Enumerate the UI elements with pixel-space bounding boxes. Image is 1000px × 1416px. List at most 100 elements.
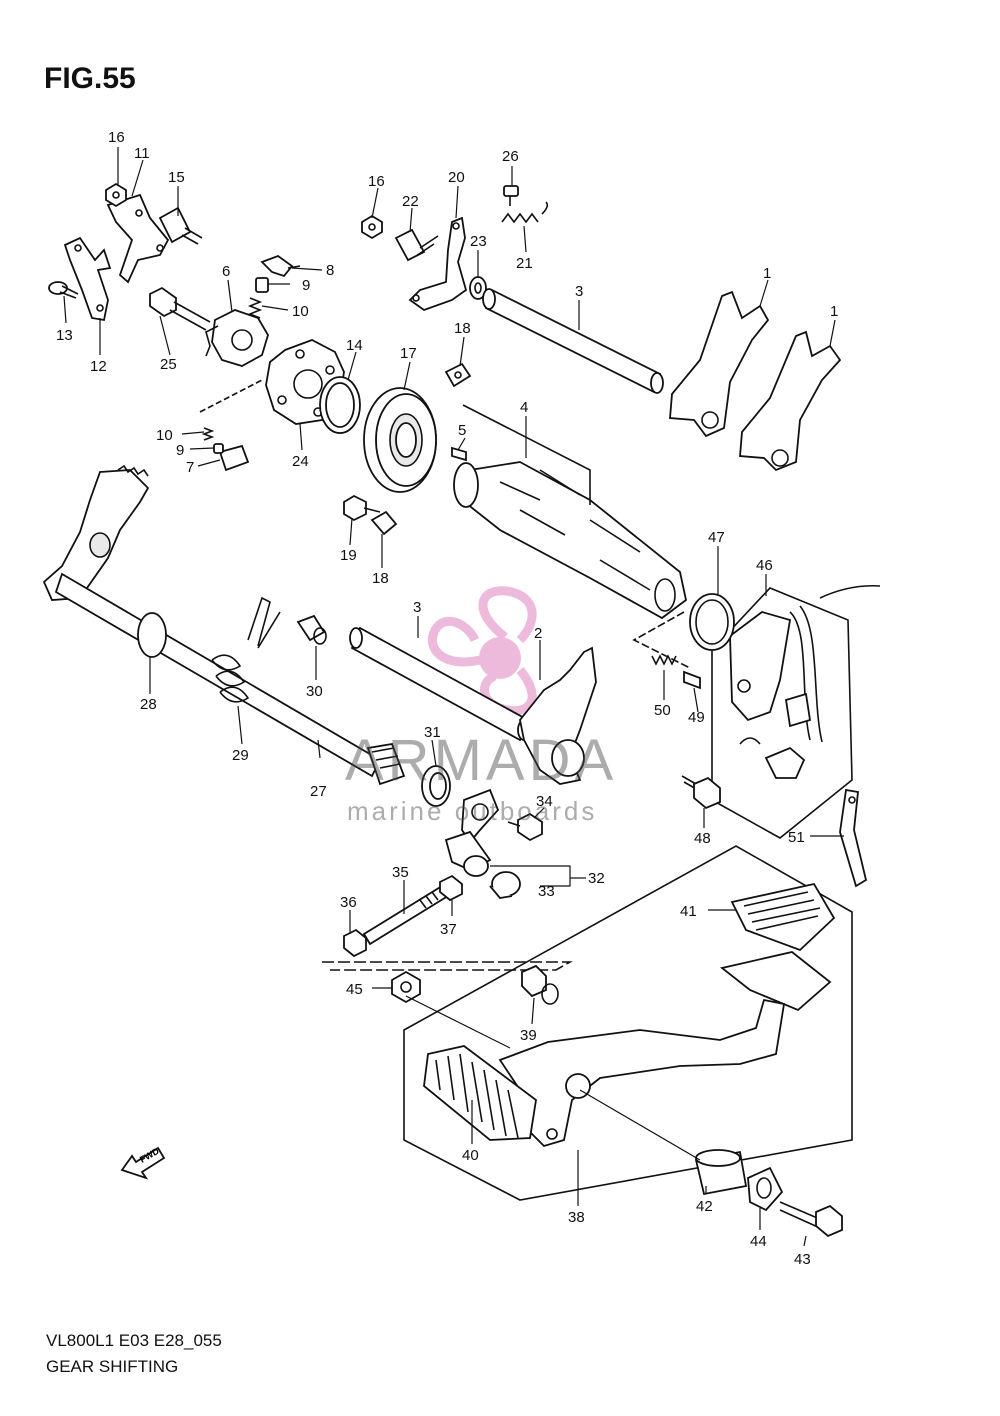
part-36-nut bbox=[343, 928, 367, 958]
callout-10: 10 bbox=[292, 303, 309, 320]
part-9-pin bbox=[255, 277, 269, 293]
part-1-fork-a bbox=[669, 290, 770, 438]
part-26-bolt bbox=[503, 185, 519, 206]
part-2-fork bbox=[519, 646, 597, 785]
part-29-return-spring bbox=[211, 596, 281, 703]
fwd-arrow-icon: FWD bbox=[120, 1146, 166, 1180]
callout-32: 32 bbox=[588, 870, 605, 887]
callout-47: 47 bbox=[708, 529, 725, 546]
part-21-spring bbox=[501, 201, 549, 224]
figure-title: FIG.55 bbox=[44, 62, 136, 95]
callout-30: 30 bbox=[306, 683, 323, 700]
callout-2: 2 bbox=[534, 625, 542, 642]
part-33-joint bbox=[463, 855, 521, 899]
callout-50: 50 bbox=[654, 702, 671, 719]
callout-13: 13 bbox=[56, 327, 73, 344]
callout-4: 4 bbox=[520, 399, 528, 416]
callout-1b: 1 bbox=[830, 303, 838, 320]
callout-24: 24 bbox=[292, 453, 309, 470]
callout-48: 48 bbox=[694, 830, 711, 847]
part-15-stud bbox=[158, 206, 203, 245]
part-45-nut bbox=[391, 970, 421, 1004]
callout-41: 41 bbox=[680, 903, 697, 920]
callout-40: 40 bbox=[462, 1147, 479, 1164]
part-pedal-plate bbox=[719, 951, 832, 1012]
part-40-rubber bbox=[423, 1045, 537, 1141]
callout-22: 22 bbox=[402, 193, 419, 210]
callout-35: 35 bbox=[392, 864, 409, 881]
part-38-brake-lever bbox=[498, 998, 786, 1148]
watermark-tagline: marine outboards bbox=[347, 796, 598, 826]
callout-45: 45 bbox=[346, 981, 363, 998]
callout-44: 44 bbox=[750, 1233, 767, 1250]
callout-42: 42 bbox=[696, 1198, 713, 1215]
part-50-spring bbox=[651, 654, 677, 666]
part-37-nut bbox=[439, 874, 463, 902]
callout-46: 46 bbox=[756, 557, 773, 574]
leader-dash-c bbox=[632, 611, 691, 669]
leader-dash bbox=[199, 379, 263, 413]
part-42-bushing bbox=[694, 1149, 748, 1196]
part-6-cam bbox=[205, 309, 269, 367]
part-19-bolt bbox=[343, 494, 381, 522]
part-30-pin bbox=[296, 614, 327, 645]
part-35-rod bbox=[362, 884, 450, 946]
callout-51: 51 bbox=[788, 829, 805, 846]
part-18-washer bbox=[444, 362, 472, 388]
part-22-stud bbox=[394, 228, 439, 262]
callout-9: 9 bbox=[302, 277, 310, 294]
section-title: GEAR SHIFTING bbox=[46, 1357, 179, 1376]
part-16-nut bbox=[105, 182, 127, 208]
part-51-strap bbox=[839, 788, 868, 888]
callout-3: 3 bbox=[575, 283, 583, 300]
callout-18: 18 bbox=[454, 320, 471, 337]
part-31-oil-seal bbox=[421, 765, 451, 807]
part-25-bolt bbox=[149, 286, 211, 331]
callout-29: 29 bbox=[232, 747, 249, 764]
callout-1a: 1 bbox=[763, 265, 771, 282]
callout-26: 26 bbox=[502, 148, 519, 165]
part-8-pin bbox=[260, 254, 301, 278]
part-5-pin bbox=[451, 446, 467, 462]
leader-dash-b bbox=[322, 961, 574, 971]
part-13-screw bbox=[48, 281, 79, 299]
part-46-switch-box bbox=[711, 584, 881, 839]
part-14-o-ring bbox=[319, 376, 361, 434]
part-34-bolt bbox=[507, 812, 543, 842]
callout-27: 27 bbox=[310, 783, 327, 800]
part-16-nut-b bbox=[361, 214, 383, 240]
callout-19: 19 bbox=[340, 547, 357, 564]
callout-18b: 18 bbox=[372, 570, 389, 587]
callout-33: 33 bbox=[538, 883, 555, 900]
part-4-gearshift-cam bbox=[453, 461, 688, 620]
callout-16: 16 bbox=[108, 129, 125, 146]
callout-43: 43 bbox=[794, 1251, 811, 1268]
callout-21: 21 bbox=[516, 255, 533, 272]
part-43-bolt bbox=[779, 1201, 843, 1238]
part-27-shaft-end bbox=[366, 742, 406, 786]
part-48-bolt bbox=[681, 775, 721, 810]
callout-5: 5 bbox=[458, 422, 466, 439]
leader-lines bbox=[63, 147, 844, 1247]
callout-labels: 16 11 15 13 12 25 6 8 9 10 16 22 20 26 2… bbox=[56, 129, 838, 1268]
callout-20: 20 bbox=[448, 169, 465, 186]
part-47-o-ring bbox=[689, 593, 735, 651]
part-10-spring bbox=[247, 297, 263, 319]
callout-38: 38 bbox=[568, 1209, 585, 1226]
part-3-fork-shaft-upper bbox=[482, 288, 664, 394]
callout-37: 37 bbox=[440, 921, 457, 938]
callout-39: 39 bbox=[520, 1027, 537, 1044]
part-41-pedal-pad bbox=[730, 882, 836, 952]
part-28-shift-shaft bbox=[42, 464, 382, 778]
callout-31: 31 bbox=[424, 724, 441, 741]
callout-3b: 3 bbox=[413, 599, 421, 616]
part-17-bearing bbox=[363, 387, 437, 493]
callout-23: 23 bbox=[470, 233, 487, 250]
part-7-cam-stopper bbox=[218, 444, 250, 472]
part-11-plate bbox=[106, 193, 170, 284]
callout-12: 12 bbox=[90, 358, 107, 375]
callout-7: 7 bbox=[186, 459, 194, 476]
part-20-arm bbox=[408, 216, 468, 312]
